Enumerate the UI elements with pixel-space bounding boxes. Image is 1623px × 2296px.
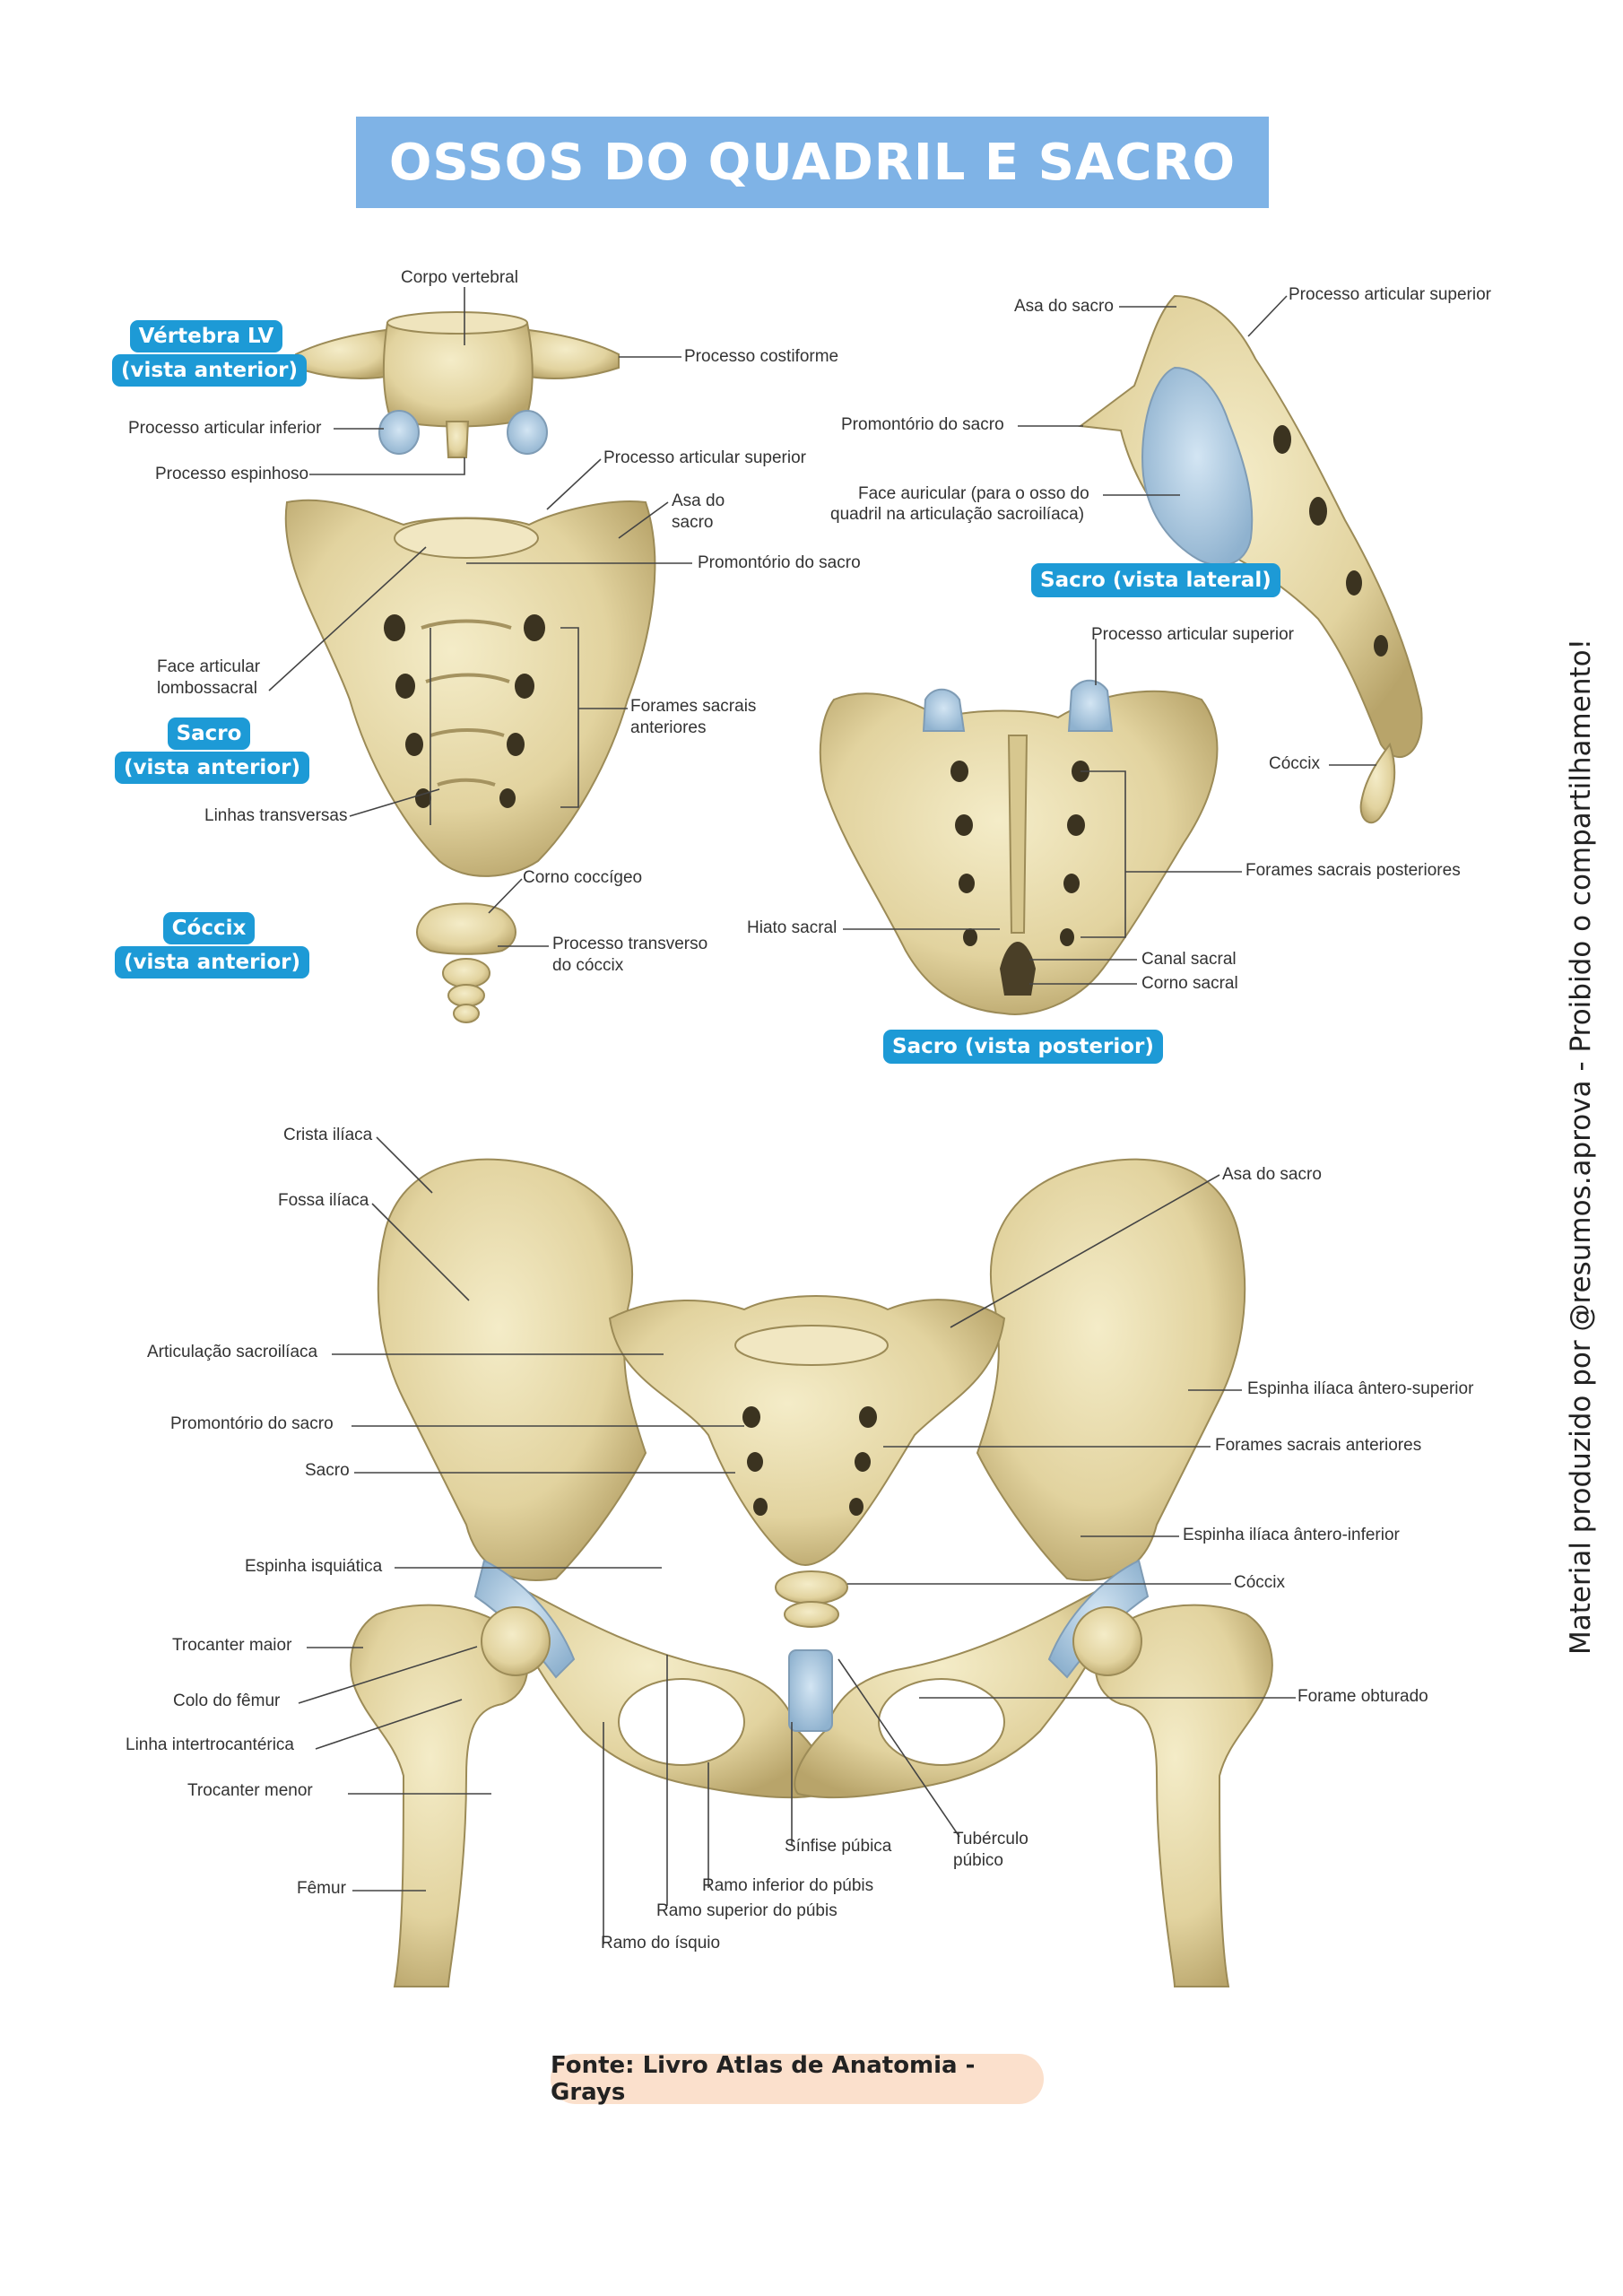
label-femur: Fêmur [297, 1879, 346, 1898]
label-face-auricular-2: quadril na articulação sacroilíaca) [830, 505, 1085, 524]
label-sacro: Sacro [305, 1461, 350, 1480]
label-forames-posteriores: Forames sacrais posteriores [1245, 861, 1461, 880]
badge-sacrum-posterior: Sacro (vista posterior) [883, 1030, 1163, 1064]
label-forames-anteriores-1: Forames sacrais [630, 697, 757, 716]
label-ramo-inferior-pubis: Ramo inferior do púbis [702, 1876, 874, 1895]
badge-coccyx-line2: (vista anterior) [115, 946, 309, 978]
label-sac-ant-processo-articular-superior: Processo articular superior [603, 448, 806, 467]
badge-sacrum-anterior-line1: Sacro [167, 718, 251, 750]
badge-sacrum-anterior-line2: (vista anterior) [115, 752, 309, 784]
label-trocanter-menor: Trocanter menor [187, 1781, 313, 1800]
coccyx-drawing [416, 902, 516, 1023]
vertebra-lv-drawing [295, 311, 620, 458]
label-sinfise-pubica: Sínfise púbica [785, 1837, 892, 1856]
label-corno-coccigeo: Corno coccígeo [523, 868, 643, 887]
label-linhas-transversas: Linhas transversas [204, 806, 348, 825]
badge-vertebra-line2: (vista anterior) [112, 354, 307, 387]
label-pelvis-forames-anteriores: Forames sacrais anteriores [1215, 1436, 1422, 1455]
label-corpo-vertebral: Corpo vertebral [401, 268, 518, 287]
label-face-articular-2: lombossacral [157, 679, 257, 698]
label-tuberculo-pubico-2: púbico [953, 1851, 1003, 1870]
label-lat-coccix: Cóccix [1269, 754, 1321, 773]
sacrum-anterior-drawing [284, 499, 656, 877]
label-processo-espinhoso: Processo espinhoso [155, 465, 309, 483]
label-espinha-isquiatica: Espinha isquiática [245, 1557, 383, 1576]
badge-coccyx-line1: Cóccix [162, 912, 256, 944]
badge-vertebra-lv: Vértebra LV (vista anterior) [112, 320, 307, 387]
label-crista-iliaca: Crista ilíaca [283, 1126, 373, 1144]
label-face-articular-1: Face articular [157, 657, 261, 676]
label-lat-processo-articular-superior: Processo articular superior [1289, 285, 1491, 304]
label-processo-articular-inferior: Processo articular inferior [128, 419, 322, 438]
label-forames-anteriores-2: anteriores [630, 718, 707, 737]
label-processo-costiforme: Processo costiforme [684, 347, 839, 366]
side-note: Material produzido por @resumos.aprova -… [1565, 638, 1597, 1655]
label-canal-sacral: Canal sacral [1141, 950, 1237, 969]
badge-sacrum-anterior: Sacro (vista anterior) [115, 718, 309, 784]
label-pelvis-promontorio: Promontório do sacro [170, 1414, 334, 1433]
label-ramo-do-isquio: Ramo do ísquio [601, 1934, 721, 1952]
label-tuberculo-pubico-1: Tubérculo [953, 1830, 1028, 1848]
label-linha-intertrocanterica: Linha intertrocantérica [126, 1735, 294, 1754]
label-processo-transverso-1: Processo transverso [552, 935, 708, 953]
page-title: OSSOS DO QUADRIL E SACRO [388, 133, 1237, 192]
source-pill: Fonte: Livro Atlas de Anatomia - Grays [551, 2052, 1044, 2106]
label-pelvis-coccix: Cóccix [1234, 1573, 1286, 1592]
badge-coccyx: Cóccix (vista anterior) [115, 912, 309, 978]
label-forame-obturado: Forame obturado [1298, 1687, 1428, 1706]
label-articulacao-sacroiliaca: Articulação sacroilíaca [147, 1343, 318, 1361]
sacrum-posterior-drawing [819, 679, 1219, 1015]
title-banner: OSSOS DO QUADRIL E SACRO [356, 117, 1269, 208]
label-sac-ant-asa-2: sacro [672, 513, 714, 532]
label-espinha-antero-superior: Espinha ilíaca ântero-superior [1247, 1379, 1474, 1398]
label-ramo-superior-pubis: Ramo superior do púbis [656, 1901, 838, 1920]
label-lat-promontorio: Promontório do sacro [841, 415, 1004, 434]
label-espinha-antero-inferior: Espinha ilíaca ântero-inferior [1183, 1526, 1400, 1544]
label-colo-do-femur: Colo do fêmur [173, 1692, 281, 1710]
label-pelvis-asa-do-sacro: Asa do sacro [1222, 1165, 1322, 1184]
label-fossa-iliaca: Fossa ilíaca [278, 1191, 369, 1210]
pelvis-drawing [350, 1158, 1273, 1987]
label-processo-transverso-2: do cóccix [552, 956, 624, 975]
label-hiato-sacral: Hiato sacral [747, 918, 838, 937]
label-lat-asa-do-sacro: Asa do sacro [1014, 297, 1114, 316]
label-post-processo-articular-superior: Processo articular superior [1091, 625, 1294, 644]
label-trocanter-maior: Trocanter maior [172, 1636, 292, 1655]
label-sac-ant-asa-1: Asa do [672, 491, 725, 510]
label-face-auricular-1: Face auricular (para o osso do [858, 484, 1089, 503]
label-sac-ant-promontorio: Promontório do sacro [698, 553, 861, 572]
sacrum-lateral-drawing [1078, 294, 1423, 824]
badge-sacrum-lateral: Sacro (vista lateral) [1031, 563, 1280, 597]
source-text: Fonte: Livro Atlas de Anatomia - Grays [551, 2052, 976, 2106]
badge-vertebra-line1: Vértebra LV [129, 320, 283, 352]
leader-lines [268, 287, 1376, 1944]
label-corno-sacral: Corno sacral [1141, 974, 1238, 993]
